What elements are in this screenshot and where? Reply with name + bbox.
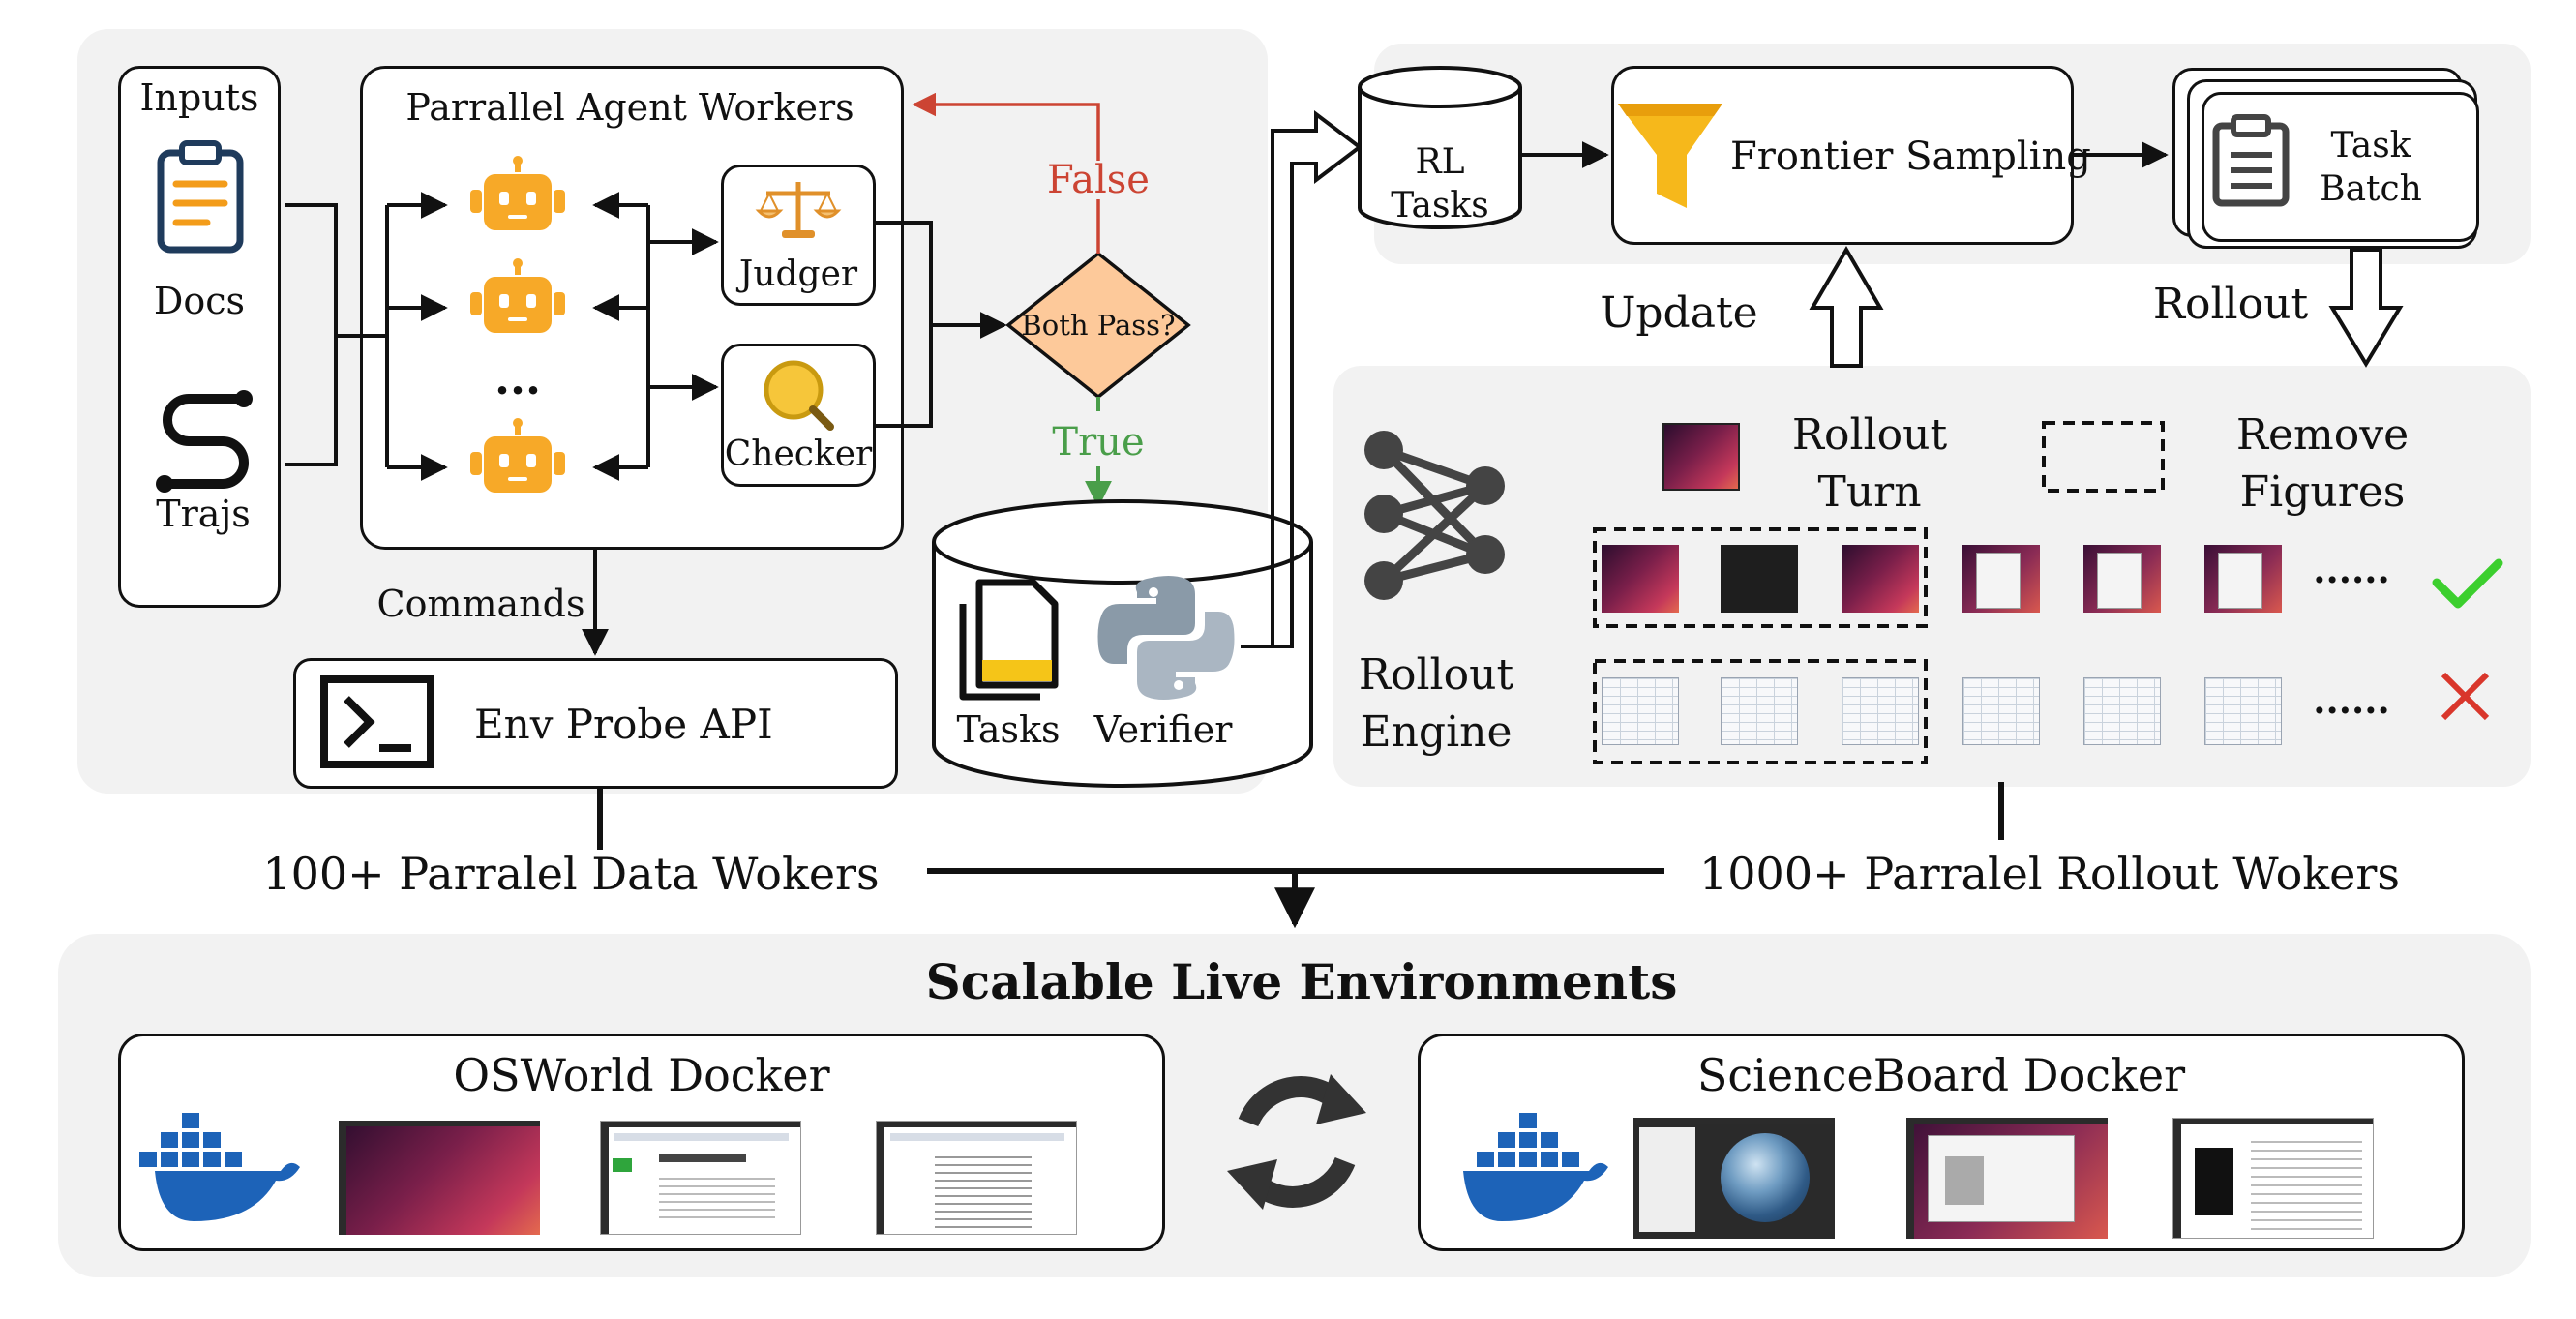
rollout-row2-thumb-6: [2204, 677, 2282, 745]
remove-figures-legend: [2042, 421, 2165, 493]
rollout-workers-label: 1000+ Parralel Rollout Wokers: [1699, 848, 2400, 900]
verifier-label: Verifier: [1093, 708, 1233, 751]
rollout-row2-thumb-1: [1602, 677, 1679, 745]
agent-dots: ···: [494, 364, 542, 416]
rollout-row2-thumb-4: [1962, 677, 2040, 745]
clipboard-icon: [157, 140, 244, 254]
scienceboard-screenshot-2: [1906, 1118, 2108, 1239]
clipboard-icon: [2212, 114, 2290, 207]
magnifier-icon: [764, 360, 834, 431]
rollout-arrow: [2328, 248, 2404, 368]
robot-icon: [470, 258, 565, 333]
sync-icon: [1227, 1074, 1366, 1210]
rollout-row1-thumb-5: [2083, 545, 2161, 613]
frontier-sampling-label: Frontier Sampling: [1730, 135, 2091, 179]
rollout-row2-thumb-2: [1721, 677, 1798, 745]
python-icon: [1097, 576, 1235, 700]
scienceboard-docker-label: ScienceBoard Docker: [1696, 1049, 2186, 1101]
rollout-row1-thumb-4: [1962, 545, 2040, 613]
osworld-screenshot-3: [876, 1121, 1077, 1235]
false-label: False: [1043, 161, 1153, 199]
rollout-row2-thumb-5: [2083, 677, 2161, 745]
rl-tasks-cylinder: [1358, 66, 1522, 229]
trajectory-icon: [156, 390, 253, 493]
docker-icon: [139, 1113, 300, 1221]
checkmark-icon: [2432, 558, 2503, 609]
ellipsis-row1: ......: [2313, 548, 2390, 591]
trajs-label: Trajs: [156, 493, 251, 535]
rollout-engine-label: Rollout Engine: [1358, 650, 1514, 758]
robot-icon: [470, 156, 565, 230]
osworld-screenshot-2: [600, 1121, 801, 1235]
docs-label: Docs: [153, 280, 246, 322]
documents-icon: [959, 579, 1059, 701]
rollout-turn-label: Rollout Turn: [1791, 410, 1948, 518]
inputs-label: Inputs: [139, 76, 259, 119]
neural-network-icon: [1364, 431, 1505, 600]
robot-icon: [470, 418, 565, 493]
update-arrow: [1809, 246, 1884, 368]
rollout-engine-panel: [1333, 366, 2531, 787]
scienceboard-screenshot-3: [2172, 1118, 2374, 1239]
scale-icon: [755, 182, 842, 238]
osworld-docker-label: OSWorld Docker: [453, 1049, 830, 1101]
data-workers-label: 100+ Parralel Data Wokers: [262, 848, 880, 900]
update-label: Update: [1600, 288, 1758, 338]
workers-title: Parrallel Agent Workers: [405, 86, 854, 129]
rollout-label: Rollout: [2152, 280, 2309, 329]
scienceboard-screenshot-1: [1633, 1118, 1835, 1239]
removed-figures-row2: [1593, 659, 1928, 764]
ellipsis-row2: ......: [2313, 678, 2390, 722]
both-pass-label: Both Pass?: [1021, 309, 1176, 342]
rollout-row2-thumb-3: [1842, 677, 1919, 745]
rollout-turn-thumbnail: [1662, 423, 1740, 491]
rollout-row1-thumb-6: [2204, 545, 2282, 613]
docker-icon: [1463, 1113, 1608, 1221]
true-label: True: [1052, 420, 1145, 465]
remove-figures-label: Remove Figures: [2235, 410, 2410, 518]
rl-tasks-label: RL Tasks: [1391, 142, 1489, 225]
judger-label: Judger: [738, 255, 858, 294]
cross-icon: [2441, 672, 2490, 721]
env-probe-label: Env Probe API: [474, 701, 773, 748]
live-env-title: Scalable Live Environments: [925, 953, 1678, 1010]
task-batch-label: Task Batch: [2320, 126, 2422, 209]
tasks-label: Tasks: [956, 708, 1061, 751]
osworld-screenshot-1: [339, 1121, 540, 1235]
terminal-icon: [320, 675, 434, 768]
rollout-row1-thumb-2: [1721, 545, 1798, 613]
rollout-row1-thumb-1: [1602, 545, 1679, 613]
commands-label: Commands: [376, 583, 585, 625]
funnel-icon: [1618, 104, 1722, 208]
rollout-row1-thumb-3: [1842, 545, 1919, 613]
frontier-sampling-box: [1611, 66, 2074, 245]
checker-label: Checker: [724, 435, 873, 474]
removed-figures-row1: [1593, 527, 1928, 628]
